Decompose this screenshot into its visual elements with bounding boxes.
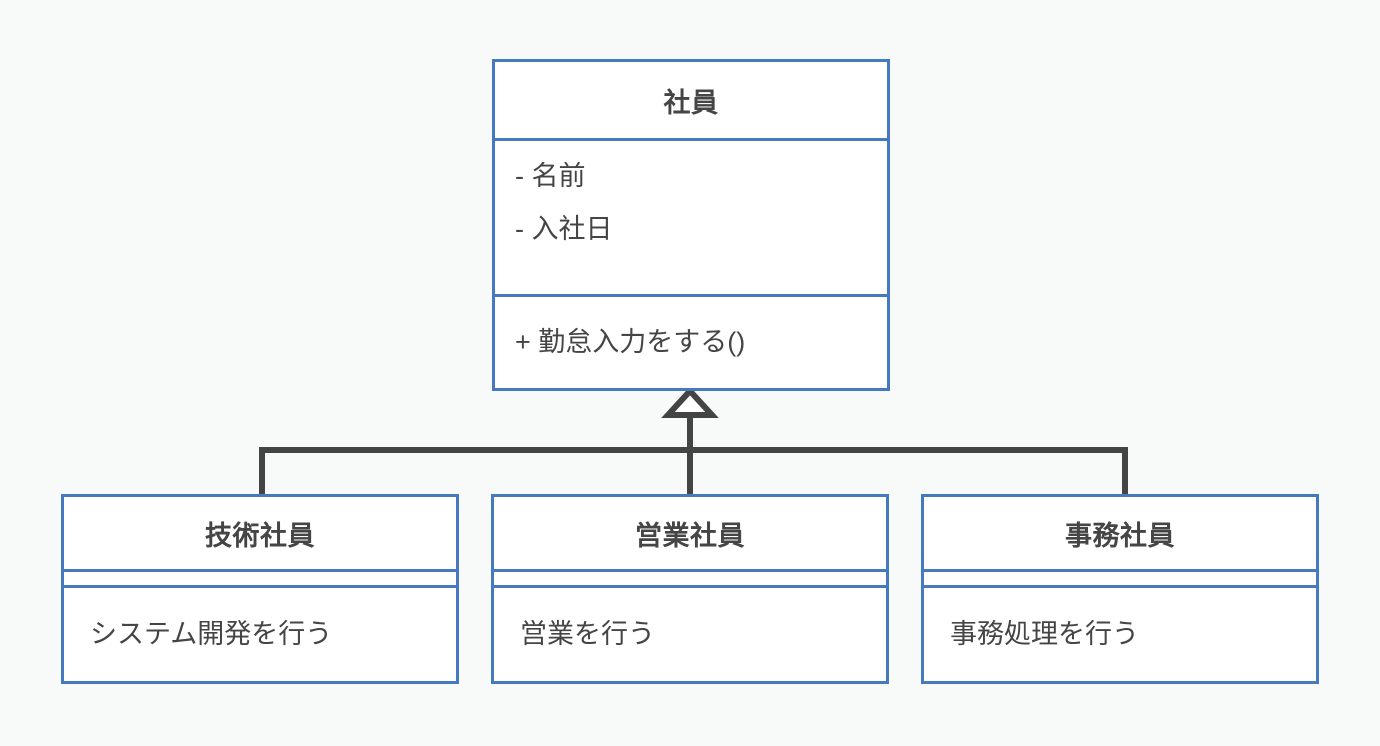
class-box-clerical[interactable]: 事務社員 事務処理を行う [921, 494, 1319, 684]
generalization-arrowhead-icon [661, 386, 719, 418]
class-operations-compartment: 営業を行う [494, 585, 886, 681]
operation-item: システム開発を行う [90, 619, 333, 649]
class-operations-compartment: 事務処理を行う [924, 585, 1316, 681]
class-box-engineer[interactable]: 技術社員 システム開発を行う [61, 494, 459, 684]
operation-item: 営業を行う [520, 619, 655, 649]
class-box-employee[interactable]: 社員 - 名前 - 入社日 + 勤怠入力をする() [492, 59, 890, 391]
attribute-item: - 入社日 [515, 214, 613, 244]
class-name-label: 営業社員 [635, 520, 745, 551]
class-operations-compartment: + 勤怠入力をする() [495, 294, 887, 388]
class-name-label: 社員 [663, 87, 719, 118]
class-name-label: 技術社員 [205, 520, 315, 551]
attribute-item: - 名前 [515, 161, 586, 191]
class-attributes-compartment [924, 569, 1316, 585]
class-name-compartment: 社員 [495, 62, 887, 138]
operation-item: + 勤怠入力をする() [515, 327, 746, 357]
class-name-label: 事務社員 [1065, 520, 1175, 551]
class-box-sales[interactable]: 営業社員 営業を行う [491, 494, 889, 684]
class-name-compartment: 技術社員 [64, 497, 456, 569]
class-name-compartment: 営業社員 [494, 497, 886, 569]
class-attributes-compartment [64, 569, 456, 585]
class-name-compartment: 事務社員 [924, 497, 1316, 569]
class-attributes-compartment [494, 569, 886, 585]
class-operations-compartment: システム開発を行う [64, 585, 456, 681]
operation-item: 事務処理を行う [950, 619, 1139, 649]
class-attributes-compartment: - 名前 - 入社日 [495, 138, 887, 294]
